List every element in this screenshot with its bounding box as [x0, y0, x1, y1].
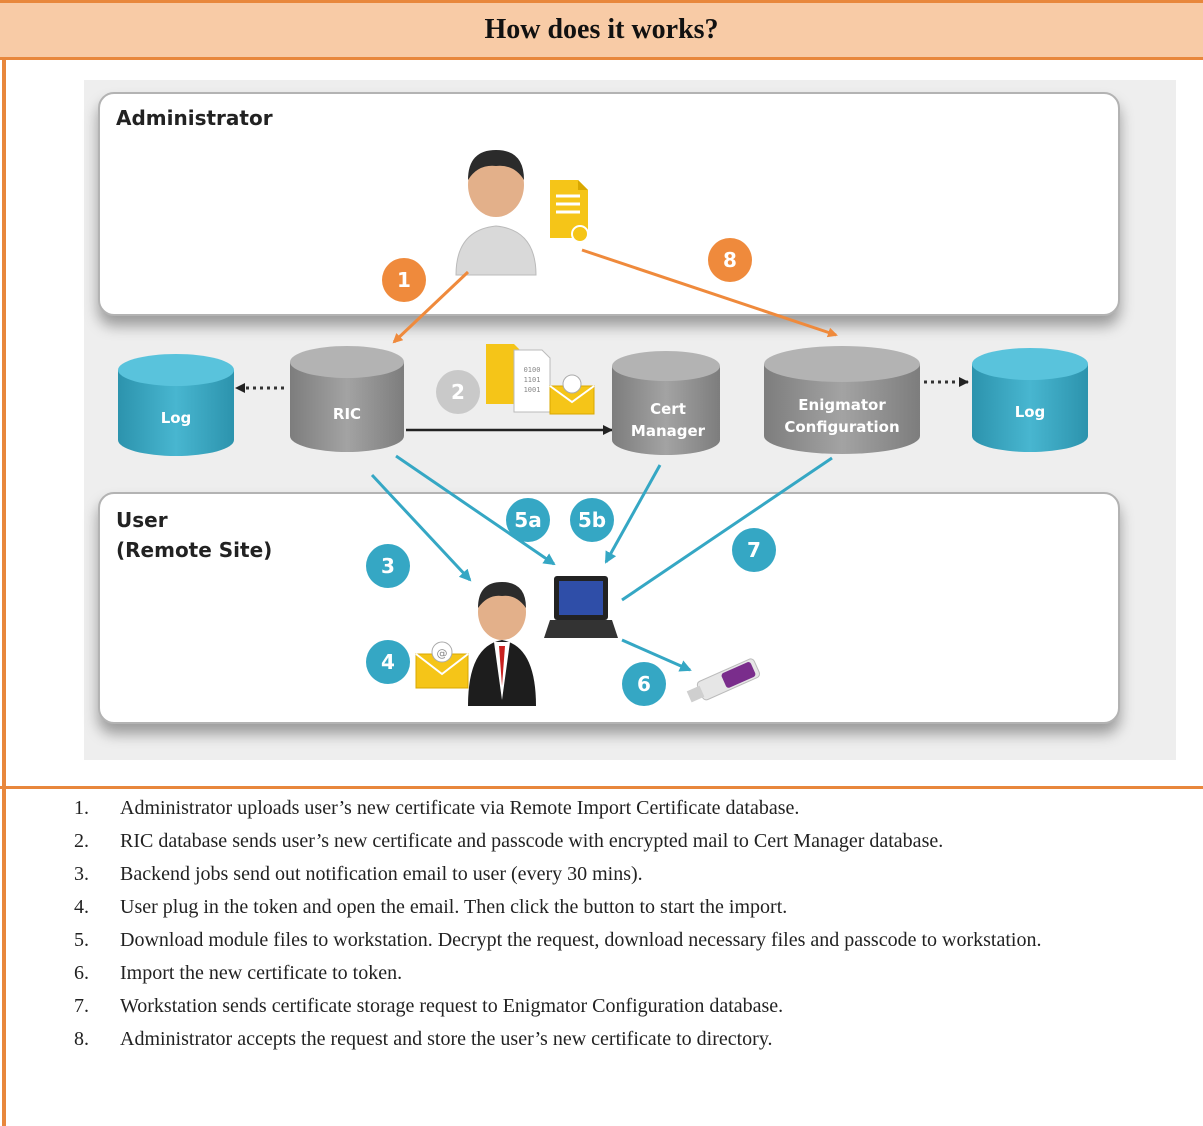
step-text: User plug in the token and open the emai… [120, 896, 788, 918]
badge-8: 8 [708, 238, 752, 282]
page-title: How does it works? [484, 14, 719, 45]
list-item: 6. Import the new certificate to token. [74, 959, 1190, 988]
administrator-avatar-icon [455, 150, 537, 276]
title-bar: How does it works? [0, 0, 1203, 60]
badge-8-label: 8 [723, 248, 737, 272]
badge-1-label: 1 [397, 268, 411, 292]
ric-database: RIC [290, 346, 404, 452]
badge-5b: 5b [570, 498, 614, 542]
badge-6: 6 [622, 662, 666, 706]
svg-text:1101: 1101 [524, 376, 541, 384]
cert-manager-label-line2: Manager [631, 422, 706, 440]
badge-1: 1 [382, 258, 426, 302]
svg-text:0100: 0100 [524, 366, 541, 374]
step-number: 5. [74, 929, 89, 951]
workflow-diagram: Administrator User (Remote Site) [84, 80, 1176, 760]
steps-list: 1. Administrator uploads user’s new certi… [74, 794, 1190, 1058]
list-item: 3. Backend jobs send out notification ema… [74, 860, 1190, 889]
email-envelope-icon: @ [415, 641, 469, 689]
log-right-label: Log [1015, 403, 1046, 421]
enigmator-label-line1: Enigmator [798, 396, 886, 414]
arrow-step-5b [604, 464, 662, 564]
step-text: Workstation sends certificate storage re… [120, 995, 784, 1017]
list-item: 5. Download module files to workstation. … [74, 926, 1190, 955]
diagram-graphics: Log RIC 0100 1101 1001 Cert Manager [118, 150, 1088, 706]
step-number: 3. [74, 863, 89, 885]
list-item: 8. Administrator accepts the request and … [74, 1025, 1190, 1054]
remote-user-avatar-icon [468, 582, 536, 706]
enigmator-configuration-database: Enigmator Configuration [764, 346, 920, 454]
user-panel-title-line1: User [116, 508, 168, 532]
step-text: Administrator uploads user’s new certifi… [120, 797, 800, 819]
enigmator-label-line2: Configuration [784, 418, 899, 436]
svg-text:1001: 1001 [524, 386, 541, 394]
log-left-database: Log [118, 354, 234, 456]
arrow-step-1 [392, 270, 470, 344]
ric-label: RIC [333, 405, 361, 423]
cert-manager-label-line1: Cert [650, 400, 686, 418]
badge-3: 3 [366, 544, 410, 588]
step-text: Administrator accepts the request and st… [120, 1028, 773, 1050]
arrow-step-8 [581, 248, 838, 338]
badge-4: 4 [366, 640, 410, 684]
badge-7: 7 [732, 528, 776, 572]
step-number: 2. [74, 830, 89, 852]
list-item: 4. User plug in the token and open the em… [74, 893, 1190, 922]
badge-4-label: 4 [381, 650, 395, 674]
step-text: RIC database sends user’s new certificat… [120, 830, 944, 852]
log-left-label: Log [161, 409, 192, 427]
certificate-document-icon [550, 180, 589, 243]
step-text: Import the new certificate to token. [120, 962, 403, 984]
step-number: 7. [74, 995, 89, 1017]
badge-5a: 5a [506, 498, 550, 542]
arrow-step-6 [621, 638, 692, 672]
step-text: Backend jobs send out notification email… [120, 863, 643, 885]
badge-5a-label: 5a [514, 508, 541, 532]
list-item: 2. RIC database sends user’s new certific… [74, 827, 1190, 856]
administrator-panel-title: Administrator [116, 106, 273, 130]
badge-6-label: 6 [637, 672, 651, 696]
step-number: 4. [74, 896, 89, 918]
badge-3-label: 3 [381, 554, 395, 578]
list-item: 7. Workstation sends certificate storage … [74, 992, 1190, 1021]
user-panel-title-line2: (Remote Site) [116, 538, 273, 562]
administrator-panel: Administrator [98, 92, 1120, 316]
arrow-step-3 [370, 473, 472, 582]
log-right-database: Log [972, 348, 1088, 452]
arrow-step-5a [395, 454, 556, 566]
badge-2: 2 [436, 370, 480, 414]
step-number: 1. [74, 797, 89, 819]
list-item: 1. Administrator uploads user’s new certi… [74, 794, 1190, 823]
badge-2-label: 2 [451, 380, 465, 404]
section-divider [0, 786, 1203, 789]
usb-token-icon [686, 658, 761, 703]
step-number: 8. [74, 1028, 89, 1050]
workstation-laptop-icon [544, 576, 618, 638]
step-text: Download module files to workstation. De… [120, 929, 1042, 951]
svg-text:@: @ [437, 647, 448, 660]
cert-manager-database: Cert Manager [612, 351, 720, 455]
encrypted-files-icon: 0100 1101 1001 [486, 344, 595, 415]
arrow-step-7 [621, 456, 833, 602]
badge-7-label: 7 [747, 538, 761, 562]
badge-5b-label: 5b [578, 508, 606, 532]
step-number: 6. [74, 962, 89, 984]
